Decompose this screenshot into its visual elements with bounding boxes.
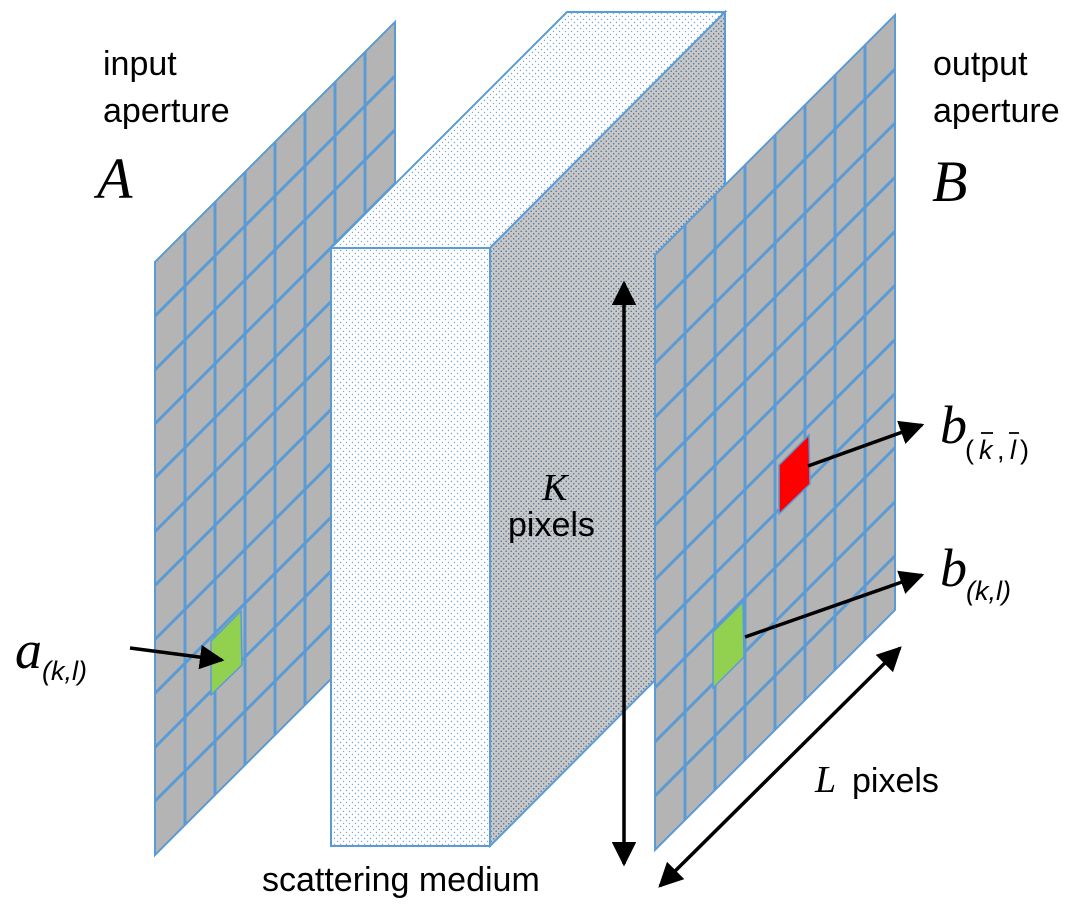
arrow-to-input-pixel bbox=[129, 645, 225, 670]
target-pixel-label-base: b bbox=[940, 395, 967, 455]
target-subscript-open-paren: ( bbox=[965, 435, 974, 465]
grid-line-diagonal bbox=[653, 230, 897, 473]
output-aperture-label-line1: output bbox=[933, 45, 1028, 83]
target-pixel-label-subscript: ( k , l ) bbox=[965, 432, 1029, 465]
input-aperture-label-line1: input bbox=[103, 45, 177, 83]
scattering-medium-label: scattering medium bbox=[262, 861, 540, 899]
input-aperture-symbol: A bbox=[93, 146, 133, 211]
output-aperture-symbol: B bbox=[932, 149, 967, 214]
arrow-from-output-pixel bbox=[744, 570, 925, 639]
l-dimension-unit: pixels bbox=[852, 762, 939, 800]
grid-line-diagonal bbox=[653, 284, 897, 527]
l-dimension-arrow bbox=[658, 646, 902, 888]
output-target-pixel bbox=[778, 433, 811, 516]
k-dimension-unit: pixels bbox=[508, 506, 595, 544]
grid-line-diagonal bbox=[653, 338, 897, 581]
input-aperture-label-line2: aperture bbox=[103, 92, 230, 130]
grid-line-diagonal bbox=[653, 122, 897, 365]
input-selected-pixel bbox=[210, 609, 243, 697]
target-subscript-l: l bbox=[1010, 435, 1017, 465]
target-subscript-comma: , bbox=[997, 435, 1005, 465]
grid-line-diagonal bbox=[653, 392, 897, 635]
l-dimension-symbol: L bbox=[814, 759, 836, 801]
medium-front-face bbox=[330, 247, 491, 847]
output-pixel-label-base: b bbox=[940, 538, 967, 598]
grid-line-diagonal bbox=[653, 176, 897, 419]
grid-line-diagonal bbox=[153, 128, 397, 371]
grid-line-diagonal bbox=[653, 68, 897, 311]
k-dimension-symbol: K bbox=[541, 467, 569, 509]
output-pixel-label-subscript: (k,l) bbox=[966, 576, 1011, 606]
target-subscript-close-paren: ) bbox=[1020, 435, 1029, 465]
arrow-from-target-pixel bbox=[807, 420, 925, 468]
input-pixel-label-subscript: (k,l) bbox=[42, 656, 87, 686]
output-aperture-label-line2: aperture bbox=[933, 92, 1060, 130]
target-subscript-k: k bbox=[979, 435, 994, 465]
grid-line-diagonal bbox=[153, 74, 397, 317]
input-pixel-label-base: a bbox=[15, 620, 42, 680]
